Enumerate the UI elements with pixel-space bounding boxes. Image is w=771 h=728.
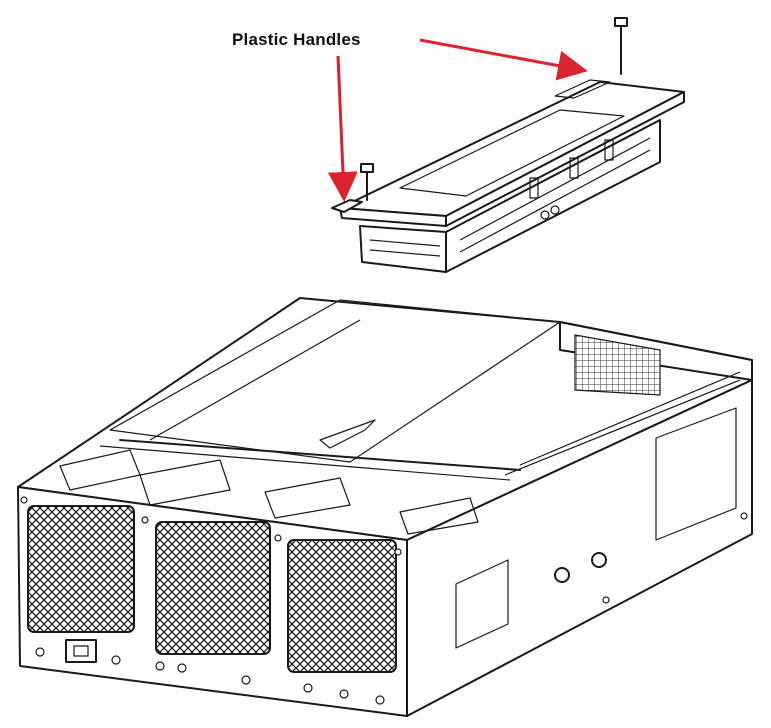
fan-icon: [155, 521, 271, 655]
callout-arrow: [419, 38, 588, 81]
fan-icon: [27, 505, 135, 633]
screw-icon: [360, 163, 374, 201]
fan-icon: [287, 539, 397, 673]
chassis-illustration: [17, 297, 753, 717]
callout-label: Plastic Handles: [232, 30, 361, 49]
callout-arrow: [327, 55, 358, 202]
screw-icon: [614, 17, 628, 75]
riser-card-bracket: [331, 17, 685, 273]
